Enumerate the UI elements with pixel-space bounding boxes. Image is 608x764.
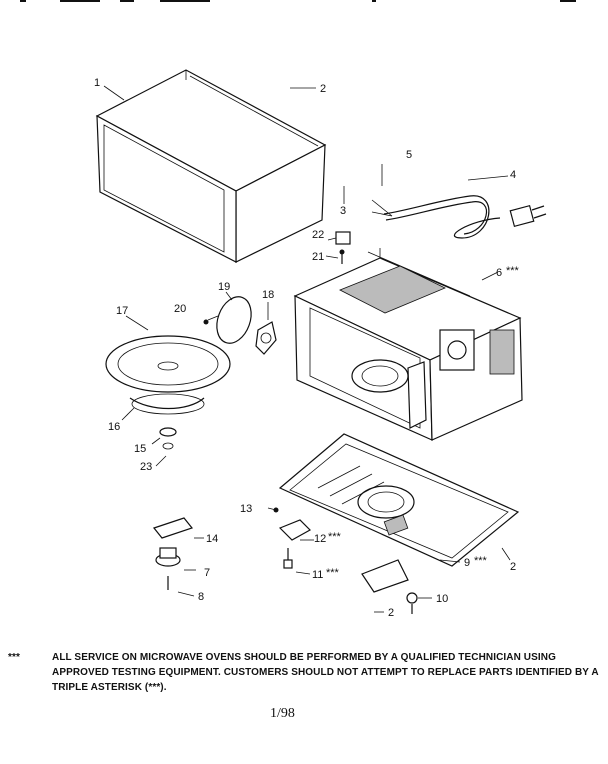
- callout-20: 20: [174, 303, 186, 315]
- callout-11-asterisk: ***: [326, 567, 340, 579]
- callout-7: 7: [204, 567, 210, 579]
- turntable: [105, 335, 231, 450]
- scan-edge-marks: [20, 0, 576, 2]
- footnote-text: ALL SERVICE ON MICROWAVE OVENS SHOULD BE…: [52, 652, 599, 693]
- callout-6-asterisk: ***: [506, 265, 520, 277]
- callout-22: 22: [312, 229, 324, 241]
- base-cover: [361, 559, 418, 614]
- callout-labels: 1 2 3 4 5 6 *** 7 8 9 *** 10 11 *** 12 *…: [94, 77, 520, 619]
- callout-15: 15: [134, 443, 146, 455]
- exploded-parts-diagram: 1 2 3 4 5 6 *** 7 8 9 *** 10 11 *** 12 *…: [94, 69, 547, 619]
- callout-5: 5: [406, 149, 412, 161]
- callout-19: 19: [218, 281, 230, 293]
- callout-13: 13: [240, 503, 252, 515]
- callout-6: 6: [496, 267, 502, 279]
- callout-16: 16: [108, 421, 120, 433]
- callout-2-base-right: 2: [510, 561, 516, 573]
- turntable-motor: [152, 517, 194, 590]
- waveguide-cover: [203, 296, 277, 355]
- outer-cabinet: [95, 69, 327, 263]
- oven-chassis: [293, 248, 523, 441]
- callout-18: 18: [262, 289, 274, 301]
- callout-1: 1: [94, 77, 100, 89]
- leader-lines: [103, 85, 511, 613]
- callout-12: 12: [314, 533, 326, 545]
- callout-17: 17: [116, 305, 128, 317]
- callout-2: 2: [320, 83, 326, 95]
- footnote-marker: ***: [8, 652, 20, 663]
- hinge-and-feet: [273, 507, 311, 569]
- callout-10: 10: [436, 593, 448, 605]
- bracket-22: [335, 231, 351, 264]
- callout-8: 8: [198, 591, 204, 603]
- callout-14: 14: [206, 533, 218, 545]
- callout-23: 23: [140, 461, 152, 473]
- callout-9: 9: [464, 557, 470, 569]
- power-cord: [371, 195, 547, 239]
- callout-11: 11: [312, 569, 323, 581]
- callout-4: 4: [510, 169, 516, 181]
- base-plate: [278, 433, 520, 567]
- callout-12-asterisk: ***: [328, 531, 342, 543]
- page-number: 1/98: [270, 706, 295, 721]
- callout-9-asterisk: ***: [474, 555, 488, 567]
- callout-3: 3: [340, 205, 346, 217]
- callout-2-base-bottom: 2: [388, 607, 394, 619]
- callout-21: 21: [312, 251, 324, 263]
